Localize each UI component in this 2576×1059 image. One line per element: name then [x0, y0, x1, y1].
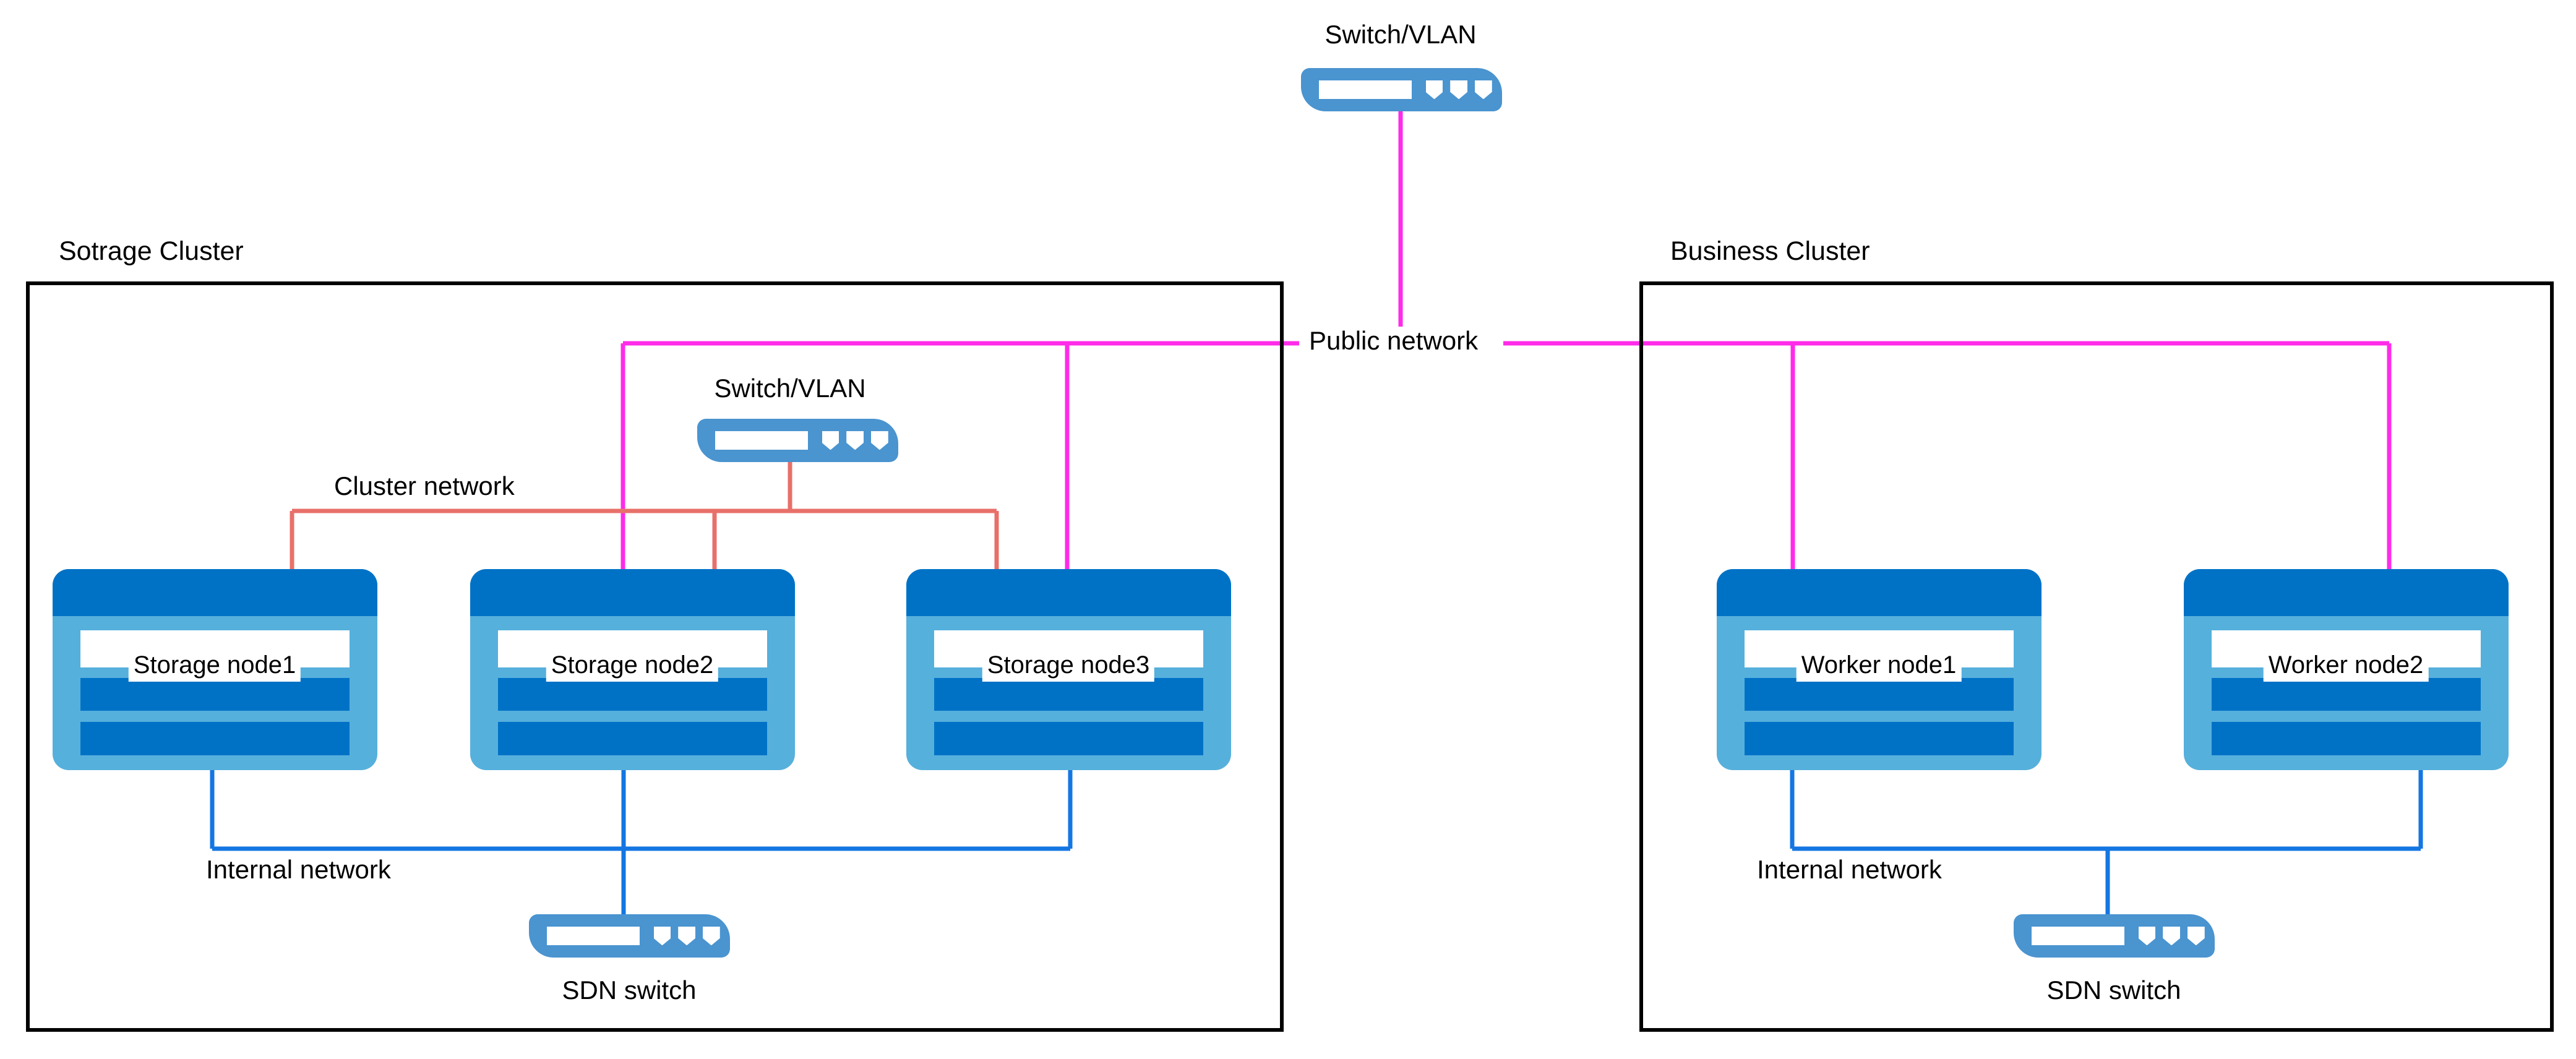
switch-slot-icon	[1319, 80, 1412, 99]
switch-port-icon	[1474, 80, 1492, 100]
worker-node-2-label: Worker node2	[2263, 648, 2429, 682]
server-bay-2	[1744, 722, 2014, 755]
switch-port-icon	[2138, 926, 2156, 946]
switch-slot-icon	[715, 431, 808, 450]
server-bay-2	[2211, 722, 2481, 755]
business-cluster-title: Business Cluster	[1670, 236, 1870, 266]
server-bay-1	[1744, 677, 2014, 711]
public-network-label: Public network	[1303, 327, 1485, 355]
switch-port-icon	[678, 926, 696, 946]
switch-port-icon	[1425, 80, 1443, 100]
switch-ports	[653, 926, 720, 946]
business-internal-network-label: Internal network	[1757, 855, 1942, 884]
server-bay-2	[934, 722, 1204, 755]
switch-port-icon	[2163, 926, 2181, 946]
storage-switch-label: Switch/VLAN	[714, 374, 866, 403]
server-bay-1	[80, 677, 350, 711]
switch-slot-icon	[547, 927, 640, 945]
server-cap	[906, 569, 1231, 617]
server-cap	[1717, 569, 2041, 617]
switch-port-icon	[822, 431, 839, 450]
top-switch-label: Switch/VLAN	[1324, 20, 1477, 49]
switch-port-icon	[846, 431, 864, 450]
server-cap	[53, 569, 377, 617]
storage-node-1[interactable]	[53, 569, 377, 770]
storage-node-2[interactable]	[470, 569, 795, 770]
switch-port-icon	[653, 926, 671, 946]
storage-sdn-switch-label: SDN switch	[562, 975, 697, 1005]
business-sdn-switch-label: SDN switch	[2046, 975, 2181, 1005]
storage-node-2-label: Storage node2	[546, 648, 719, 682]
internal-network-links	[210, 770, 2423, 915]
switch-port-icon	[702, 926, 720, 946]
switch-port-icon	[870, 431, 888, 450]
server-bay-1	[934, 677, 1204, 711]
cluster-network-links	[290, 461, 999, 571]
worker-node-1-label: Worker node1	[1796, 648, 1962, 682]
server-cap	[2184, 569, 2509, 617]
public-network-links	[620, 110, 2392, 571]
storage-cluster-frame	[26, 281, 1284, 1032]
server-bay-1	[2211, 677, 2481, 711]
worker-node-2[interactable]	[2184, 569, 2509, 770]
top-switch-icon[interactable]	[1301, 68, 1502, 111]
business-sdn-switch-icon[interactable]	[2014, 914, 2215, 958]
switch-ports	[822, 431, 888, 450]
storage-sdn-switch-icon[interactable]	[529, 914, 730, 958]
server-bay-2	[497, 722, 768, 755]
cluster-network-label: Cluster network	[334, 471, 515, 500]
server-bay-2	[80, 722, 350, 755]
storage-internal-network-label: Internal network	[206, 855, 391, 884]
switch-port-icon	[1450, 80, 1468, 100]
server-bay-1	[497, 677, 768, 711]
storage-node-1-label: Storage node1	[128, 648, 301, 682]
server-cap	[470, 569, 795, 617]
business-cluster-frame	[1639, 281, 2554, 1032]
storage-cluster-title: Sotrage Cluster	[59, 236, 244, 266]
switch-port-icon	[2187, 926, 2205, 946]
switch-slot-icon	[2032, 927, 2124, 945]
storage-node-3-label: Storage node3	[982, 648, 1155, 682]
storage-switch-icon[interactable]	[697, 419, 898, 462]
switch-ports	[2138, 926, 2205, 946]
switch-ports	[1425, 80, 1492, 100]
